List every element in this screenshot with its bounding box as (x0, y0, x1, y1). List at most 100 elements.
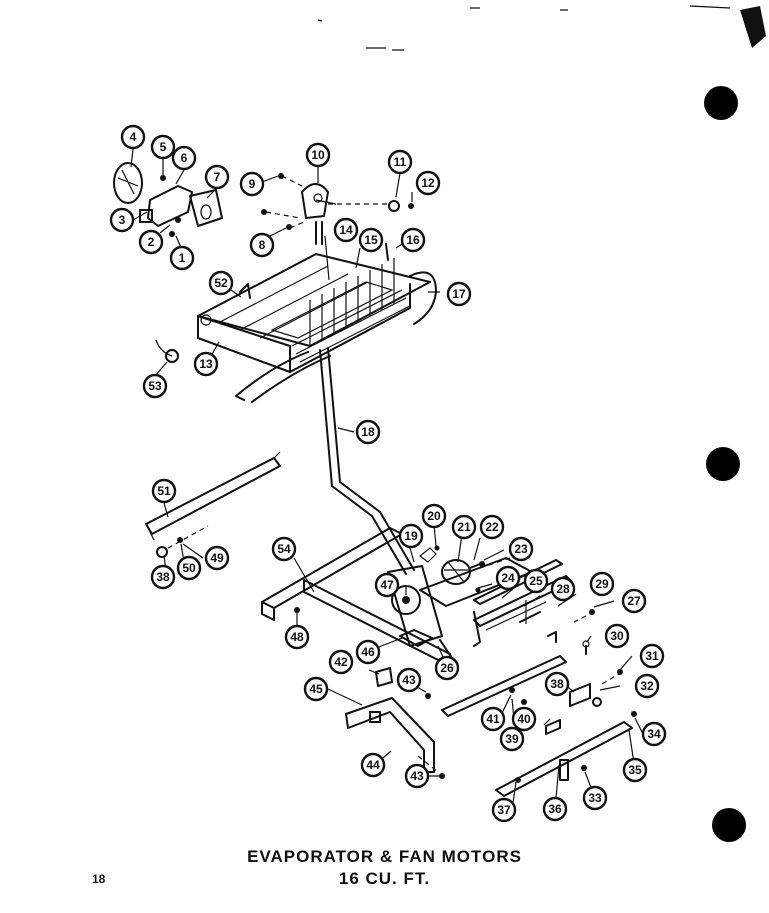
svg-text:51: 51 (157, 484, 171, 498)
callout-14: 14 (333, 217, 359, 243)
svg-text:5: 5 (160, 140, 167, 154)
mounting-rail-51 (145, 451, 281, 558)
callout-9: 9 (239, 171, 265, 197)
callout-34: 34 (641, 721, 667, 747)
callout-18: 18 (355, 419, 381, 445)
callout-24: 24 (495, 565, 521, 591)
svg-text:2: 2 (148, 235, 155, 249)
svg-text:41: 41 (486, 712, 500, 726)
svg-text:19: 19 (404, 529, 418, 543)
svg-text:25: 25 (529, 574, 543, 588)
callout-30: 30 (604, 623, 630, 649)
svg-text:36: 36 (548, 802, 562, 816)
callout-8: 8 (249, 232, 275, 258)
scan-artifacts (317, 5, 766, 51)
callout-31: 31 (639, 643, 665, 669)
svg-text:40: 40 (517, 712, 531, 726)
svg-text:35: 35 (628, 763, 642, 777)
svg-text:46: 46 (361, 645, 375, 659)
binder-hole-top (704, 86, 738, 120)
callout-17: 17 (446, 281, 472, 307)
svg-text:28: 28 (556, 582, 570, 596)
svg-text:29: 29 (595, 577, 609, 591)
svg-text:32: 32 (640, 679, 654, 693)
callout-48: 48 (284, 624, 310, 650)
svg-text:18: 18 (361, 425, 375, 439)
callout-10: 10 (305, 142, 331, 168)
svg-text:11: 11 (394, 155, 407, 169)
callout-29: 29 (589, 571, 615, 597)
svg-text:47: 47 (380, 578, 394, 592)
svg-text:1: 1 (179, 251, 186, 265)
svg-text:38: 38 (156, 570, 170, 584)
svg-text:15: 15 (364, 233, 378, 247)
callout-44: 44 (360, 752, 386, 778)
callout-2: 2 (138, 229, 164, 255)
callout-38a: 38 (544, 671, 570, 697)
callout-25: 25 (523, 568, 549, 594)
svg-text:38: 38 (550, 677, 564, 691)
callout-36: 36 (542, 796, 568, 822)
callout-4: 4 (120, 124, 146, 150)
callout-50: 50 (176, 555, 202, 581)
svg-text:54: 54 (277, 542, 291, 556)
callout-35: 35 (622, 757, 648, 783)
callout-42: 42 (328, 649, 354, 675)
svg-text:50: 50 (182, 561, 196, 575)
evaporator (155, 243, 437, 403)
callout-54: 54 (271, 536, 297, 562)
callout-5: 5 (150, 134, 176, 160)
svg-text:26: 26 (440, 661, 454, 675)
callout-32: 32 (634, 673, 660, 699)
svg-text:30: 30 (610, 629, 624, 643)
callout-12: 12 (415, 170, 441, 196)
svg-text:13: 13 (199, 357, 213, 371)
drain-tube (319, 347, 415, 575)
svg-text:52: 52 (214, 276, 228, 290)
diagram-title: EVAPORATOR & FAN MOTORS (247, 847, 522, 866)
callout-40: 40 (511, 706, 537, 732)
svg-text:45: 45 (309, 682, 323, 696)
callout-1: 1 (169, 245, 195, 271)
page-number: 18 (92, 872, 106, 886)
svg-text:9: 9 (249, 177, 256, 191)
svg-text:14: 14 (339, 223, 353, 237)
svg-text:48: 48 (290, 630, 304, 644)
callout-28: 28 (550, 576, 576, 602)
binder-hole-bottom (712, 808, 746, 842)
callout-38b: 38 (150, 564, 176, 590)
fan-motor-frame (261, 527, 595, 667)
svg-text:12: 12 (421, 176, 435, 190)
callout-45: 45 (303, 676, 329, 702)
callout-47: 47 (374, 572, 400, 598)
callout-39: 39 (499, 726, 525, 752)
motor-cover-bracket (345, 667, 445, 779)
callout-13: 13 (193, 351, 219, 377)
svg-text:33: 33 (588, 791, 602, 805)
svg-text:4: 4 (130, 130, 137, 144)
callout-21: 21 (451, 514, 477, 540)
callout-53: 53 (142, 373, 168, 399)
svg-text:22: 22 (485, 520, 499, 534)
callout-33: 33 (582, 785, 608, 811)
callout-22: 22 (479, 514, 505, 540)
svg-text:49: 49 (210, 551, 224, 565)
svg-text:27: 27 (627, 594, 641, 608)
svg-text:10: 10 (311, 148, 325, 162)
svg-text:43: 43 (410, 769, 424, 783)
svg-text:53: 53 (148, 379, 162, 393)
callout-16: 16 (400, 227, 426, 253)
lower-rail-assembly (441, 640, 637, 797)
callout-3: 3 (109, 207, 135, 233)
callout-43a: 43 (396, 667, 422, 693)
svg-text:39: 39 (505, 732, 519, 746)
diagram-subtitle: 16 CU. FT. (338, 869, 431, 888)
callout-46: 46 (355, 639, 381, 665)
callout-26: 26 (434, 655, 460, 681)
callout-20: 20 (421, 503, 447, 529)
svg-text:21: 21 (457, 520, 471, 534)
svg-text:20: 20 (427, 509, 441, 523)
svg-text:42: 42 (334, 655, 348, 669)
svg-text:3: 3 (119, 213, 126, 227)
